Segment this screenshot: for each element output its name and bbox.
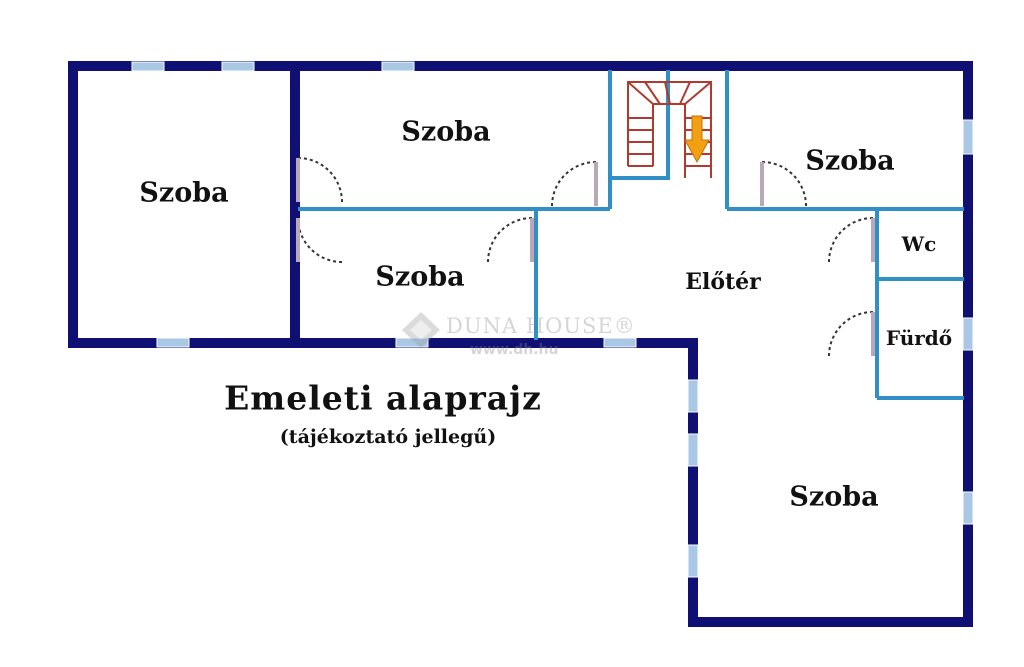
doors bbox=[297, 157, 874, 357]
room-label: Szoba bbox=[375, 261, 465, 293]
watermark-brand: DUNA HOUSE® bbox=[446, 314, 636, 338]
arrow-down-icon bbox=[684, 115, 710, 164]
window bbox=[381, 61, 415, 72]
room-label: Szoba bbox=[139, 177, 229, 209]
window bbox=[962, 119, 974, 155]
inner-walls bbox=[298, 70, 964, 400]
room-label: Szoba bbox=[789, 481, 879, 513]
watermark-url: www.dh.hu bbox=[470, 342, 559, 358]
windows bbox=[131, 61, 974, 578]
room-label: Szoba bbox=[401, 116, 491, 148]
window bbox=[156, 337, 190, 348]
window bbox=[687, 544, 699, 578]
room-label: Szoba bbox=[805, 145, 895, 177]
window bbox=[131, 61, 165, 72]
window bbox=[962, 491, 974, 525]
room-label: Előtér bbox=[685, 269, 761, 295]
window bbox=[603, 337, 637, 348]
room-label: Wc bbox=[901, 232, 937, 256]
plan-title: Emeleti alaprajz bbox=[224, 378, 542, 418]
window bbox=[395, 337, 429, 348]
duna-house-logo-icon bbox=[402, 312, 440, 348]
window bbox=[687, 433, 699, 467]
window bbox=[687, 379, 699, 413]
room-label: Fürdő bbox=[885, 326, 953, 350]
plan-subtitle: (tájékoztató jellegű) bbox=[279, 426, 497, 448]
window bbox=[221, 61, 255, 72]
door-leaves bbox=[296, 158, 875, 356]
outer-walls bbox=[68, 61, 973, 627]
window bbox=[962, 317, 974, 351]
